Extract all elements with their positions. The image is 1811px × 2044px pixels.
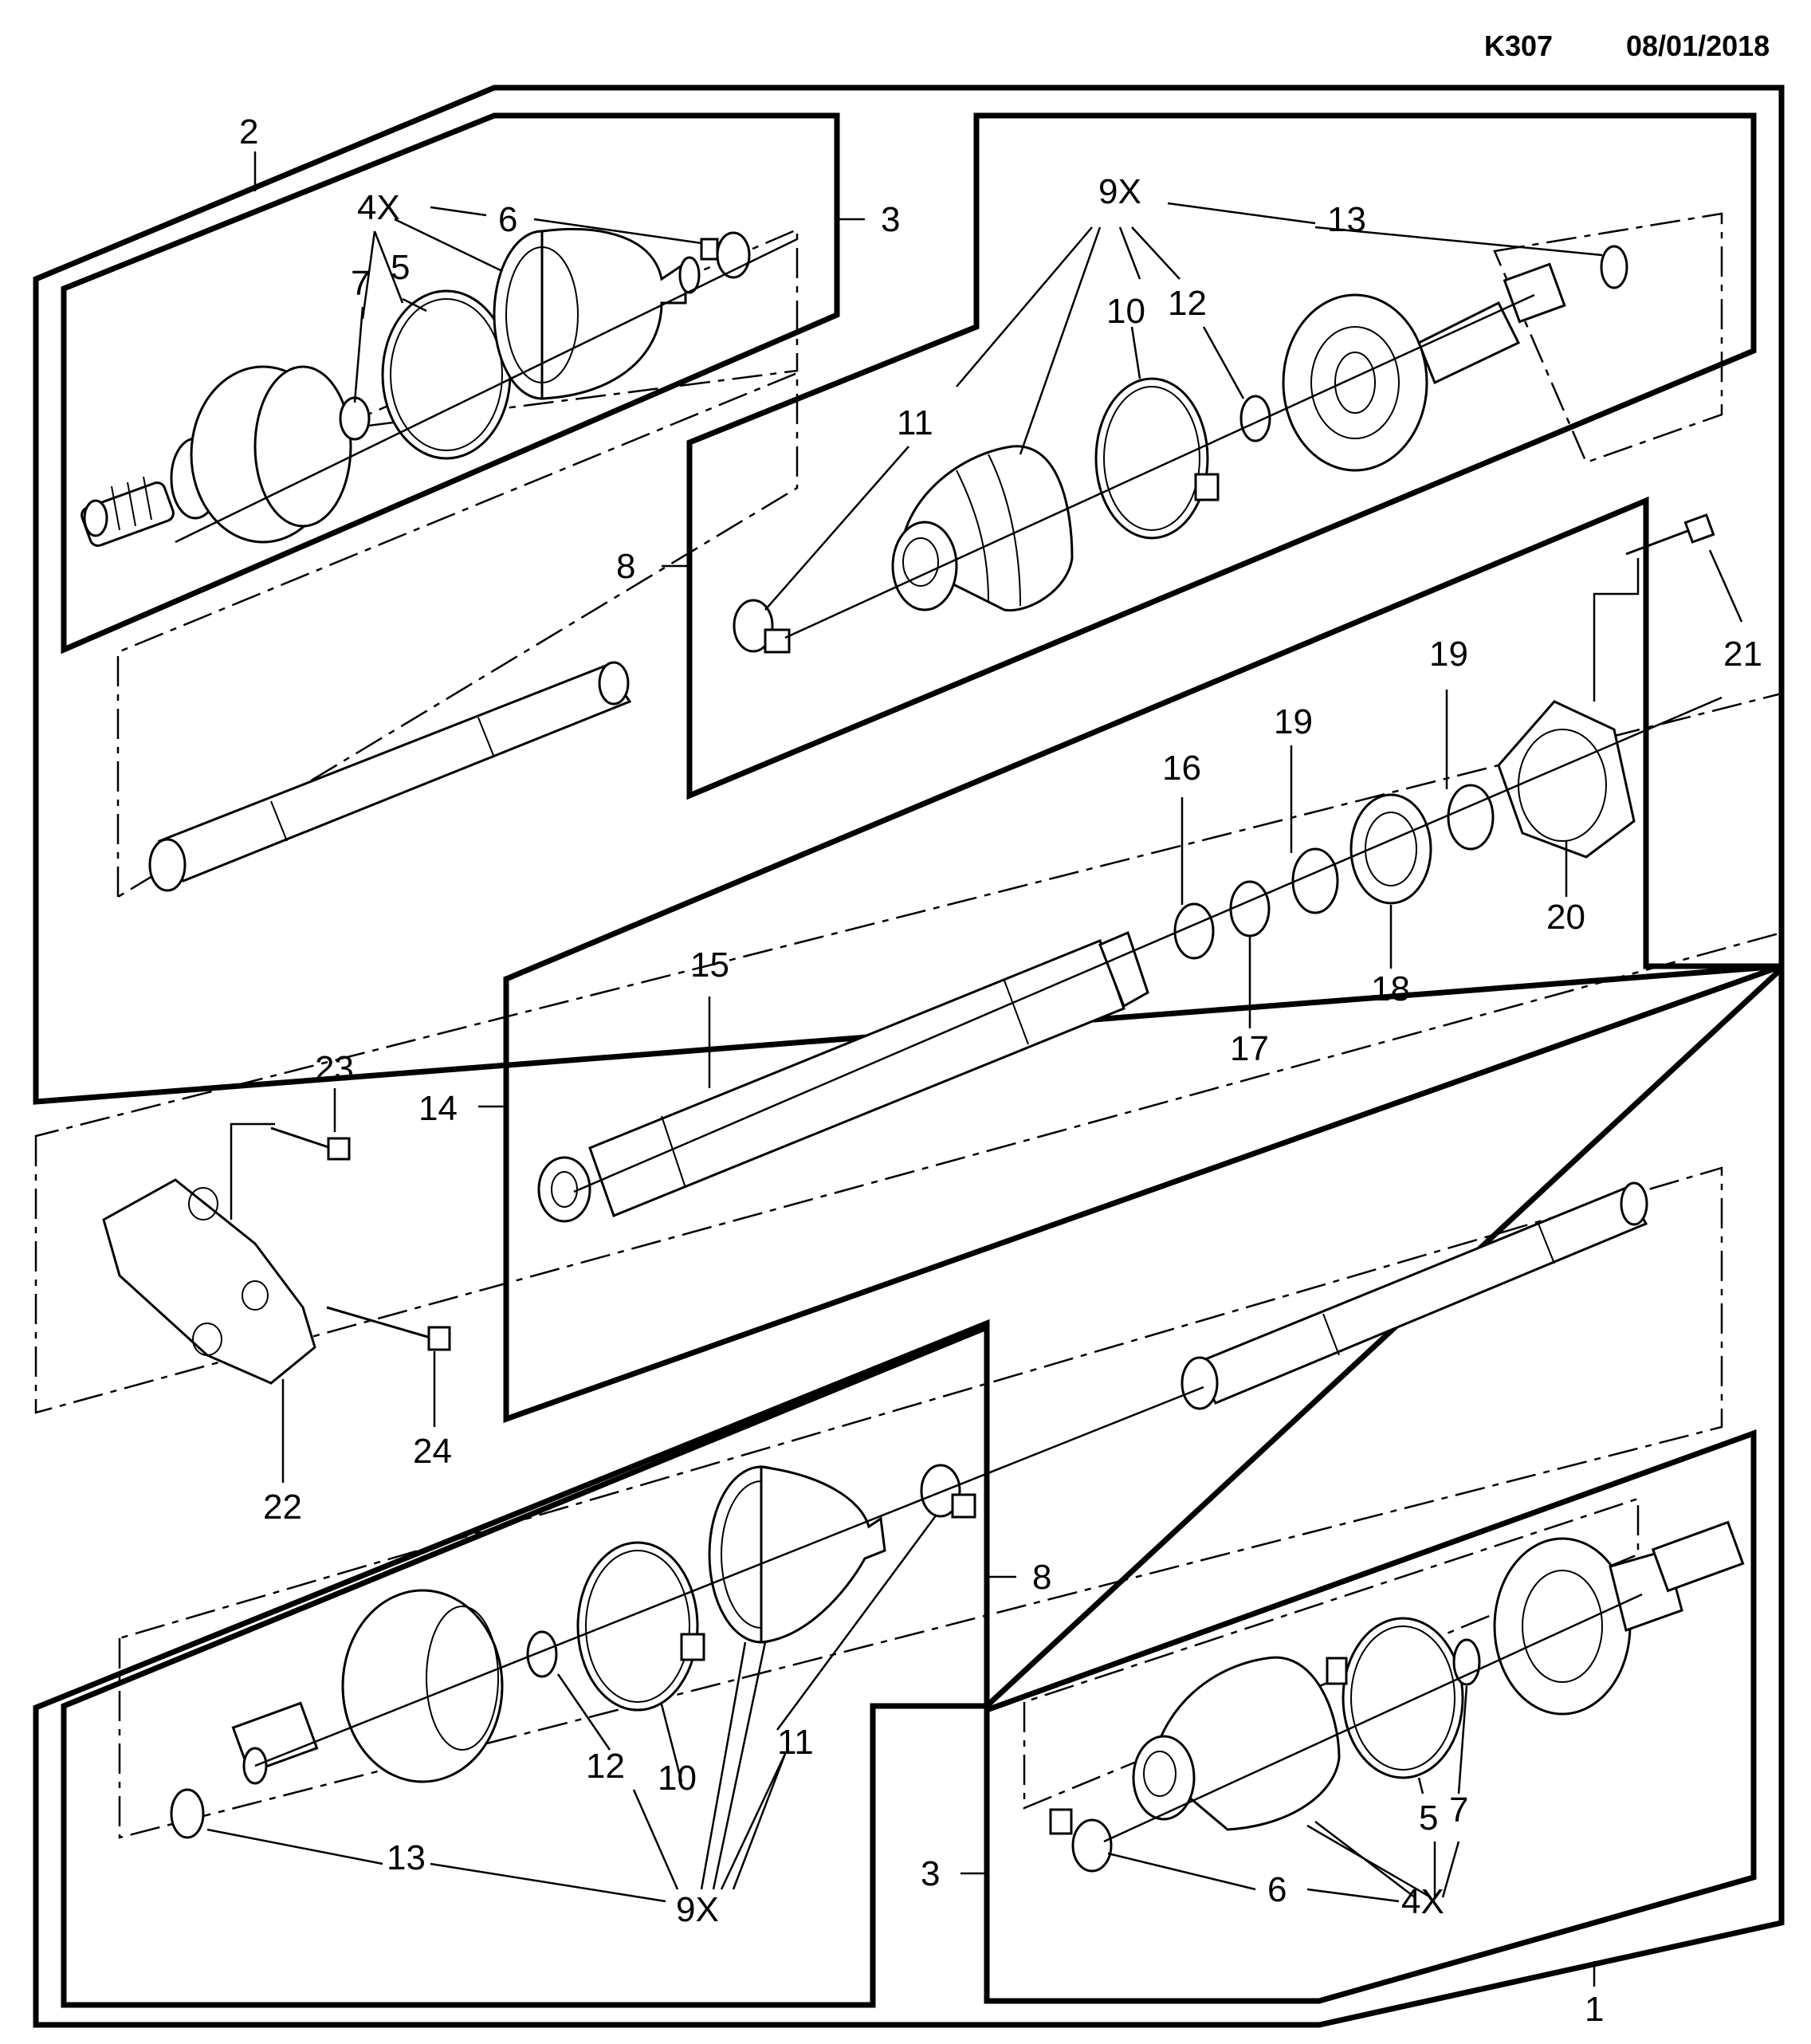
circlip-7-lower — [1452, 1638, 1481, 1686]
frame-intermediate-shaft — [503, 496, 1783, 1423]
callout-2: 2 — [239, 112, 258, 151]
callout-8-upper: 8 — [616, 547, 635, 586]
callout-16: 16 — [1162, 749, 1201, 788]
callout-11-upper: 11 — [897, 403, 933, 442]
frame-assembly-2 — [33, 85, 1785, 1105]
frame-outer-joint-upper — [61, 112, 840, 654]
circlip-13-upper — [1600, 245, 1628, 289]
callout-13-upper: 13 — [1327, 200, 1366, 239]
boot-9x-upper — [891, 445, 1074, 612]
callout-12-lower: 12 — [586, 1747, 625, 1786]
callout-22: 22 — [263, 1488, 302, 1527]
bearing-housing-20 — [1497, 700, 1636, 859]
circlip-7-upper — [339, 396, 371, 441]
bolt-21 — [1625, 513, 1715, 556]
callout-21: 21 — [1723, 635, 1762, 674]
callout-20: 20 — [1546, 898, 1585, 937]
boot-9x-lower — [708, 1465, 886, 1644]
callout-19-left: 19 — [1274, 702, 1313, 741]
callout-10-upper: 10 — [1106, 292, 1145, 331]
callout-4x-upper: 4X — [357, 188, 400, 227]
callout-15: 15 — [690, 945, 729, 985]
frame-inner-joint-lower — [61, 1323, 990, 2008]
drive-shaft-lower — [1180, 1181, 1648, 1410]
circlip-12-upper — [1239, 395, 1271, 442]
outer-cv-joint-upper — [81, 365, 352, 547]
callout-18: 18 — [1371, 969, 1410, 1008]
callout-3-lower: 3 — [921, 1854, 940, 1893]
boot-clamp-10-lower — [576, 1541, 705, 1712]
phantom-upper-shaft — [116, 371, 799, 899]
callout-13-lower: 13 — [387, 1838, 426, 1877]
phantom-center-assembly — [34, 692, 1783, 1414]
callout-5-lower: 5 — [1419, 1798, 1438, 1838]
small-clamp-11-lower — [920, 1464, 976, 1519]
callout-23: 23 — [315, 1049, 354, 1088]
callout-17: 17 — [1230, 1029, 1269, 1068]
callout-7-upper: 7 — [351, 264, 370, 303]
boot-clamp-10-upper — [1094, 377, 1220, 540]
phantom-upper-right-joint — [1493, 212, 1723, 464]
boot-clamp-5-lower — [1326, 1617, 1464, 1779]
callout-5-upper: 5 — [391, 248, 410, 287]
callout-11-lower: 11 — [777, 1723, 814, 1762]
callout-3-upper: 3 — [881, 200, 900, 239]
bolt-24 — [326, 1306, 451, 1351]
circlip-12-lower — [526, 1630, 558, 1678]
frame-assembly-1 — [33, 961, 1785, 2028]
callout-12-upper: 12 — [1168, 284, 1207, 323]
callout-10-lower: 10 — [658, 1759, 697, 1798]
frame-outer-joint-lower — [984, 1429, 1757, 2004]
callout-8-lower: 8 — [1032, 1558, 1051, 1597]
boot-4x-lower — [1132, 1656, 1341, 1831]
callout-1: 1 — [1585, 1990, 1604, 2029]
phantom-lower-right-joint — [1023, 1497, 1640, 1810]
callout-6-upper: 6 — [498, 200, 517, 239]
small-clamp-6-lower — [1049, 1808, 1113, 1873]
callout-14: 14 — [418, 1089, 458, 1128]
callout-4x-lower: 4X — [1401, 1882, 1444, 1921]
drive-shaft-upper — [148, 661, 632, 892]
cv-inner-joint-lower — [231, 1589, 504, 1785]
circlip-19-right — [1447, 784, 1495, 851]
callout-9x-lower: 9X — [676, 1890, 719, 1929]
cv-inner-joint-upper — [1282, 262, 1566, 472]
cv-outer-joint-lower — [1493, 1520, 1745, 1716]
diagram-code: K307 — [1484, 29, 1553, 62]
ring-16 — [1173, 902, 1215, 960]
ring-17 — [1229, 880, 1271, 937]
callout-9x-upper: 9X — [1098, 172, 1141, 211]
callout-7-lower: 7 — [1449, 1790, 1468, 1830]
callout-6-lower: 6 — [1267, 1870, 1287, 1909]
bracket-22 — [102, 1178, 316, 1385]
phantom-lower-shaft — [118, 1166, 1723, 1839]
callout-24: 24 — [413, 1432, 452, 1471]
intermediate-shaft-15 — [537, 930, 1149, 1223]
circlip-19-left — [1291, 847, 1339, 914]
circlip-13-lower — [170, 1788, 205, 1839]
diagram-date: 08/01/2018 — [1626, 29, 1770, 62]
bolt-23 — [270, 1126, 351, 1161]
frame-inner-joint-upper — [686, 112, 1757, 800]
bearing-18 — [1349, 793, 1432, 905]
callout-19-right: 19 — [1429, 635, 1468, 674]
small-clamp-11-upper — [733, 599, 791, 654]
boot-4x-upper — [493, 228, 701, 400]
boot-clamp-5-upper — [381, 289, 512, 460]
